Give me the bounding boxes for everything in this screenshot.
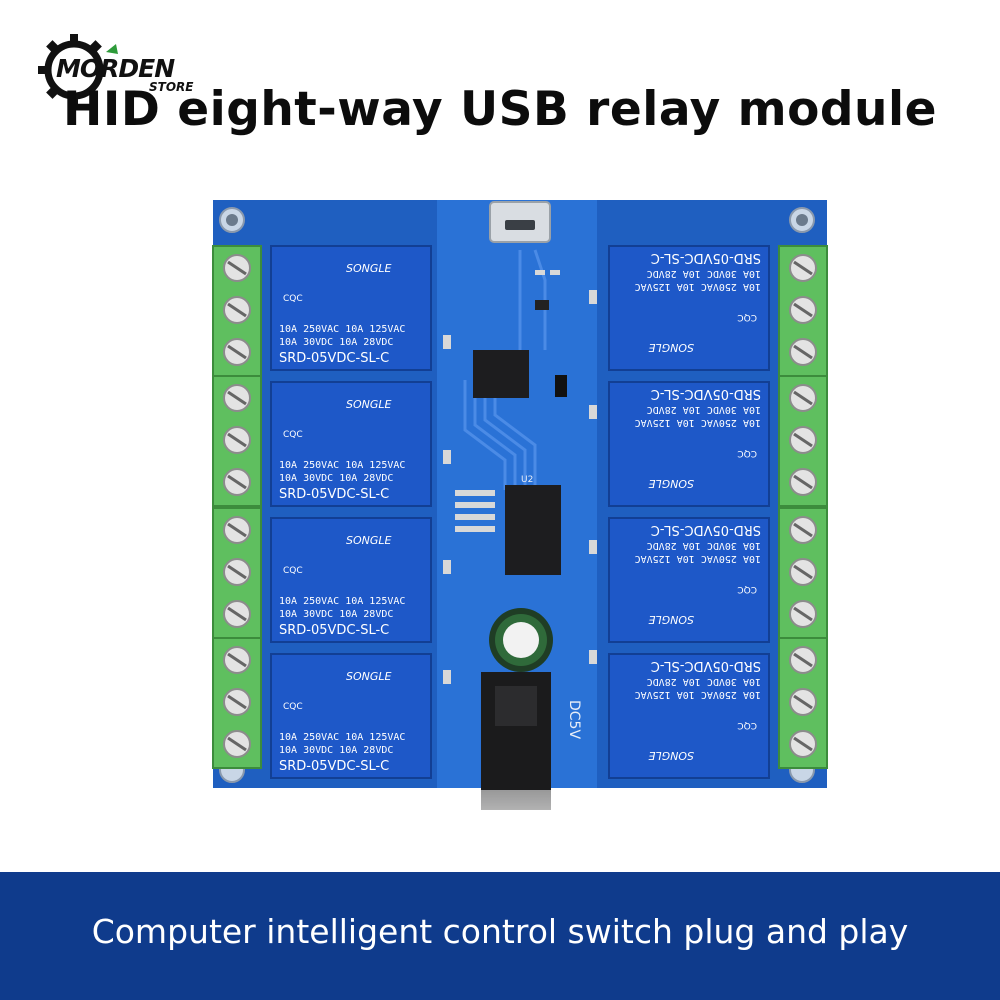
cert-mark: CQC: [737, 720, 757, 730]
relay-rating-2: 10A 30VDC 10A 28VDC: [279, 609, 393, 620]
relay-brand: SONGLE: [346, 262, 392, 275]
relay-rating-2: 10A 30VDC 10A 28VDC: [279, 337, 393, 348]
logo-name: MORDEN: [56, 54, 175, 83]
relay-rating-2: 10A 30VDC 10A 28VDC: [279, 473, 393, 484]
logo-sub: STORE: [149, 80, 194, 94]
reflection-fade: [205, 790, 835, 870]
relay-5: SONGLE CQC 10A 250VAC 10A 125VAC 10A 30VDC …: [608, 245, 770, 371]
relay-body: [270, 245, 432, 371]
store-logo: MORDEN STORE: [34, 30, 214, 110]
relay-body: [608, 381, 770, 507]
banner-caption: Computer intelligent control switch plug…: [91, 912, 909, 951]
smd-components: [443, 270, 597, 684]
relay-model: SRD-05VDC-SL-C: [279, 759, 389, 774]
cert-mark: CQC: [737, 312, 757, 322]
cert-mark: CQC: [283, 294, 303, 304]
power-label: DC5V: [566, 700, 582, 739]
chip-label: U2: [521, 475, 533, 485]
relay-model: SRD-05VDC-SL-C: [651, 386, 761, 401]
relay-model: SRD-05VDC-SL-C: [651, 250, 761, 265]
relay-6: SONGLE CQC 10A 250VAC 10A 125VAC 10A 30VDC …: [608, 381, 770, 507]
relay-rating-2: 10A 30VDC 10A 28VDC: [279, 745, 393, 756]
relay-brand: SONGLE: [346, 670, 392, 683]
relay-rating-1: 10A 250VAC 10A 125VAC: [279, 460, 405, 471]
relay-rating-1: 10A 250VAC 10A 125VAC: [279, 732, 405, 743]
usb-controller-chip: [473, 350, 529, 398]
cert-mark: CQC: [283, 566, 303, 576]
relay-rating-1: 10A 250VAC 10A 125VAC: [635, 553, 761, 564]
relay-rating-2: 10A 30VDC 10A 28VDC: [647, 404, 761, 415]
relay-body: [608, 653, 770, 779]
relay-rating-1: 10A 250VAC 10A 125VAC: [635, 417, 761, 428]
relay-body: [270, 381, 432, 507]
relay-brand: SONGLE: [648, 341, 694, 354]
relay-body: [608, 517, 770, 643]
relay-rating-2: 10A 30VDC 10A 28VDC: [647, 676, 761, 687]
relay-model: SRD-05VDC-SL-C: [279, 623, 389, 638]
driver-chip: U2: [505, 475, 561, 575]
relay-model: SRD-05VDC-SL-C: [651, 522, 761, 537]
relay-rating-2: 10A 30VDC 10A 28VDC: [647, 268, 761, 279]
page-title: HID eight-way USB relay module: [63, 82, 937, 137]
relay-1: SONGLE CQC 10A 250VAC 10A 125VAC 10A 30VDC …: [270, 245, 432, 371]
relay-model: SRD-05VDC-SL-C: [279, 487, 389, 502]
relay-8: SONGLE CQC 10A 250VAC 10A 125VAC 10A 30VDC …: [608, 653, 770, 779]
usb-port: [489, 201, 551, 243]
relay-rating-1: 10A 250VAC 10A 125VAC: [635, 281, 761, 292]
relay-rating-2: 10A 30VDC 10A 28VDC: [647, 540, 761, 551]
terminal-block-3: [212, 507, 262, 639]
terminal-block-7: [778, 507, 828, 639]
relay-7: SONGLE CQC 10A 250VAC 10A 125VAC 10A 30VDC …: [608, 517, 770, 643]
electrolytic-capacitor: [489, 608, 553, 672]
gear-icon: [38, 34, 118, 106]
relay-brand: SONGLE: [648, 613, 694, 626]
dc-power-jack: [481, 672, 551, 810]
relay-rating-1: 10A 250VAC 10A 125VAC: [279, 324, 405, 335]
relay-body: [270, 517, 432, 643]
relay-rating-1: 10A 250VAC 10A 125VAC: [279, 596, 405, 607]
relay-model: SRD-05VDC-SL-C: [651, 658, 761, 673]
relay-brand: SONGLE: [346, 398, 392, 411]
terminal-block-5: [778, 245, 828, 377]
relay-rating-1: 10A 250VAC 10A 125VAC: [635, 689, 761, 700]
relay-brand: SONGLE: [648, 477, 694, 490]
terminal-block-4: [212, 637, 262, 769]
terminal-block-1: [212, 245, 262, 377]
cert-mark: CQC: [737, 448, 757, 458]
relay-brand: SONGLE: [346, 534, 392, 547]
relay-body: [608, 245, 770, 371]
relay-3: SONGLE CQC 10A 250VAC 10A 125VAC 10A 30VDC …: [270, 517, 432, 643]
relay-brand: SONGLE: [648, 749, 694, 762]
relay-4: SONGLE CQC 10A 250VAC 10A 125VAC 10A 30VDC …: [270, 653, 432, 779]
relay-body: [270, 653, 432, 779]
terminal-block-8: [778, 637, 828, 769]
cert-mark: CQC: [283, 702, 303, 712]
cert-mark: CQC: [737, 584, 757, 594]
terminal-block-2: [212, 375, 262, 507]
relay-2: SONGLE CQC 10A 250VAC 10A 125VAC 10A 30VDC …: [270, 381, 432, 507]
cert-mark: CQC: [283, 430, 303, 440]
relay-model: SRD-05VDC-SL-C: [279, 351, 389, 366]
terminal-block-6: [778, 375, 828, 507]
bottom-banner: Computer intelligent control switch plug…: [0, 872, 1000, 1000]
